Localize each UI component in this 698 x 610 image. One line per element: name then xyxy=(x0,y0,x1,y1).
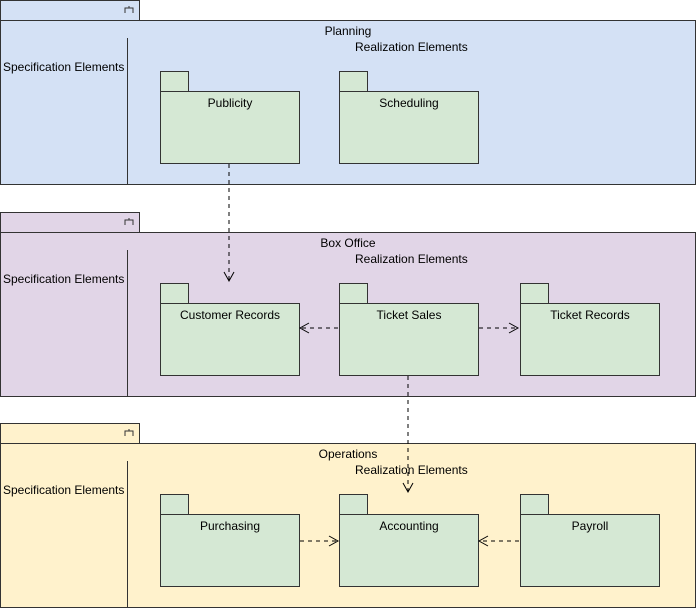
package-body: Accounting xyxy=(339,514,479,587)
planning-title: Planning xyxy=(324,24,372,38)
package-tab xyxy=(339,283,368,304)
planning-tab xyxy=(0,0,140,21)
package-body: Ticket Sales xyxy=(339,303,479,376)
box-office-realization-label: Realization Elements xyxy=(355,252,468,266)
package-label: Customer Records xyxy=(179,308,281,322)
package-tab xyxy=(160,494,189,515)
package-tab xyxy=(160,71,189,92)
operations-frame: Operations Realization Elements Specific… xyxy=(0,443,696,608)
package-label: Ticket Sales xyxy=(376,308,442,322)
operations-title: Operations xyxy=(318,447,378,461)
subsystem-fork-icon xyxy=(124,429,134,436)
package-label: Payroll xyxy=(571,519,609,533)
package-label: Publicity xyxy=(207,96,253,110)
planning-specification-label: Specification Elements xyxy=(3,60,125,74)
package-tab xyxy=(339,494,368,515)
planning-realization-label: Realization Elements xyxy=(355,40,468,54)
box-office-divider xyxy=(127,250,128,397)
subsystem-fork-icon xyxy=(124,218,134,225)
package-label: Ticket Records xyxy=(550,308,630,322)
package-body: Scheduling xyxy=(339,91,479,164)
operations-tab xyxy=(0,423,140,444)
package-label: Accounting xyxy=(379,519,439,533)
package-tab xyxy=(520,494,549,515)
package-body: Purchasing xyxy=(160,514,300,587)
subsystem-fork-icon xyxy=(124,6,134,13)
package-body: Payroll xyxy=(520,514,660,587)
box-office-frame: Box Office Realization Elements Specific… xyxy=(0,232,696,397)
box-office-specification-label: Specification Elements xyxy=(3,272,125,286)
package-body: Customer Records xyxy=(160,303,300,376)
operations-divider xyxy=(127,461,128,608)
box-office-title: Box Office xyxy=(320,236,376,250)
box-office-tab xyxy=(0,212,140,233)
package-tab xyxy=(520,283,549,304)
planning-divider xyxy=(127,38,128,185)
package-tab xyxy=(160,283,189,304)
package-label: Scheduling xyxy=(379,96,439,110)
operations-specification-label: Specification Elements xyxy=(3,483,125,497)
package-label: Purchasing xyxy=(199,519,261,533)
package-body: Publicity xyxy=(160,91,300,164)
planning-frame: Planning Realization Elements Specificat… xyxy=(0,20,696,185)
package-body: Ticket Records xyxy=(520,303,660,376)
package-tab xyxy=(339,71,368,92)
operations-realization-label: Realization Elements xyxy=(355,463,468,477)
